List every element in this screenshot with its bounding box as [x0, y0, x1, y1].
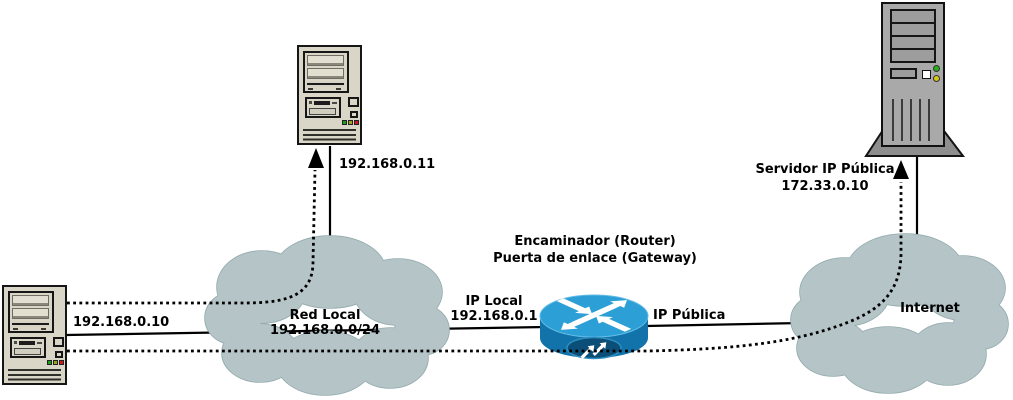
case-vents	[8, 369, 61, 382]
pc-left-ip-label: 192.168.0.10	[73, 315, 170, 330]
cd-slot	[12, 321, 49, 327]
floppy-drive	[305, 97, 341, 118]
flow-arrowhead-server	[893, 160, 909, 179]
drive-bay	[307, 55, 344, 66]
ip-local-address: 192.168.0.1	[450, 309, 538, 324]
router-arrows	[556, 298, 632, 332]
server-led-yellow	[933, 75, 940, 82]
case-vents	[303, 129, 356, 142]
power-button	[53, 337, 64, 347]
router-subtitle: Puerta de enlace (Gateway)	[493, 251, 697, 266]
floppy-drive	[10, 337, 46, 358]
server-button	[922, 70, 931, 79]
link-pcleft-router	[65, 325, 546, 337]
lan-cloud-subnet: 192.168.0.0/24	[269, 323, 381, 338]
server-vents	[892, 99, 936, 141]
flow-arrowhead-pctop	[308, 148, 324, 168]
cd-slot	[307, 81, 344, 87]
pc-top-ip-label: 192.168.0.11	[339, 157, 436, 172]
desktop-pc-icon-left	[2, 285, 67, 385]
router-title: Encaminador (Router)	[514, 234, 676, 249]
server-slot	[890, 68, 917, 79]
traffic-flows	[67, 148, 909, 353]
pc-drive-panel	[303, 51, 349, 93]
power-button	[348, 97, 359, 107]
desktop-pc-icon-top	[297, 45, 362, 145]
floppy-slot	[19, 341, 35, 345]
flow-pcleft-to-pctop	[67, 169, 317, 305]
router-public-if-label: IP Pública	[653, 308, 726, 323]
link-router-internet	[645, 321, 803, 328]
ip-local-caption: IP Local	[465, 294, 523, 309]
server-label: Servidor IP Pública 172.33.0.10	[745, 161, 905, 195]
drive-bay	[12, 308, 49, 319]
internet-cloud-label: Internet	[900, 301, 960, 316]
pc-drive-panel	[8, 291, 54, 333]
router-local-if-label: IP Local 192.168.0.1	[414, 294, 574, 324]
status-leds	[47, 360, 65, 365]
drive-bay	[307, 68, 344, 79]
drive-bay	[12, 295, 49, 306]
server-title: Servidor IP Pública	[755, 162, 895, 177]
status-leds	[342, 120, 360, 125]
router-label: Encaminador (Router) Puerta de enlace (G…	[445, 233, 745, 267]
reset-button	[350, 111, 358, 118]
reset-button	[55, 351, 63, 358]
lan-cloud-label: Red Local 192.168.0.0/24	[225, 308, 425, 338]
server-ip: 172.33.0.10	[781, 179, 869, 194]
router-icon	[539, 294, 649, 360]
server-led-green	[933, 65, 940, 72]
server-icon	[881, 2, 945, 147]
server-drive-bay	[890, 48, 936, 63]
floppy-slot	[314, 101, 330, 105]
lan-cloud-title: Red Local	[289, 308, 361, 323]
